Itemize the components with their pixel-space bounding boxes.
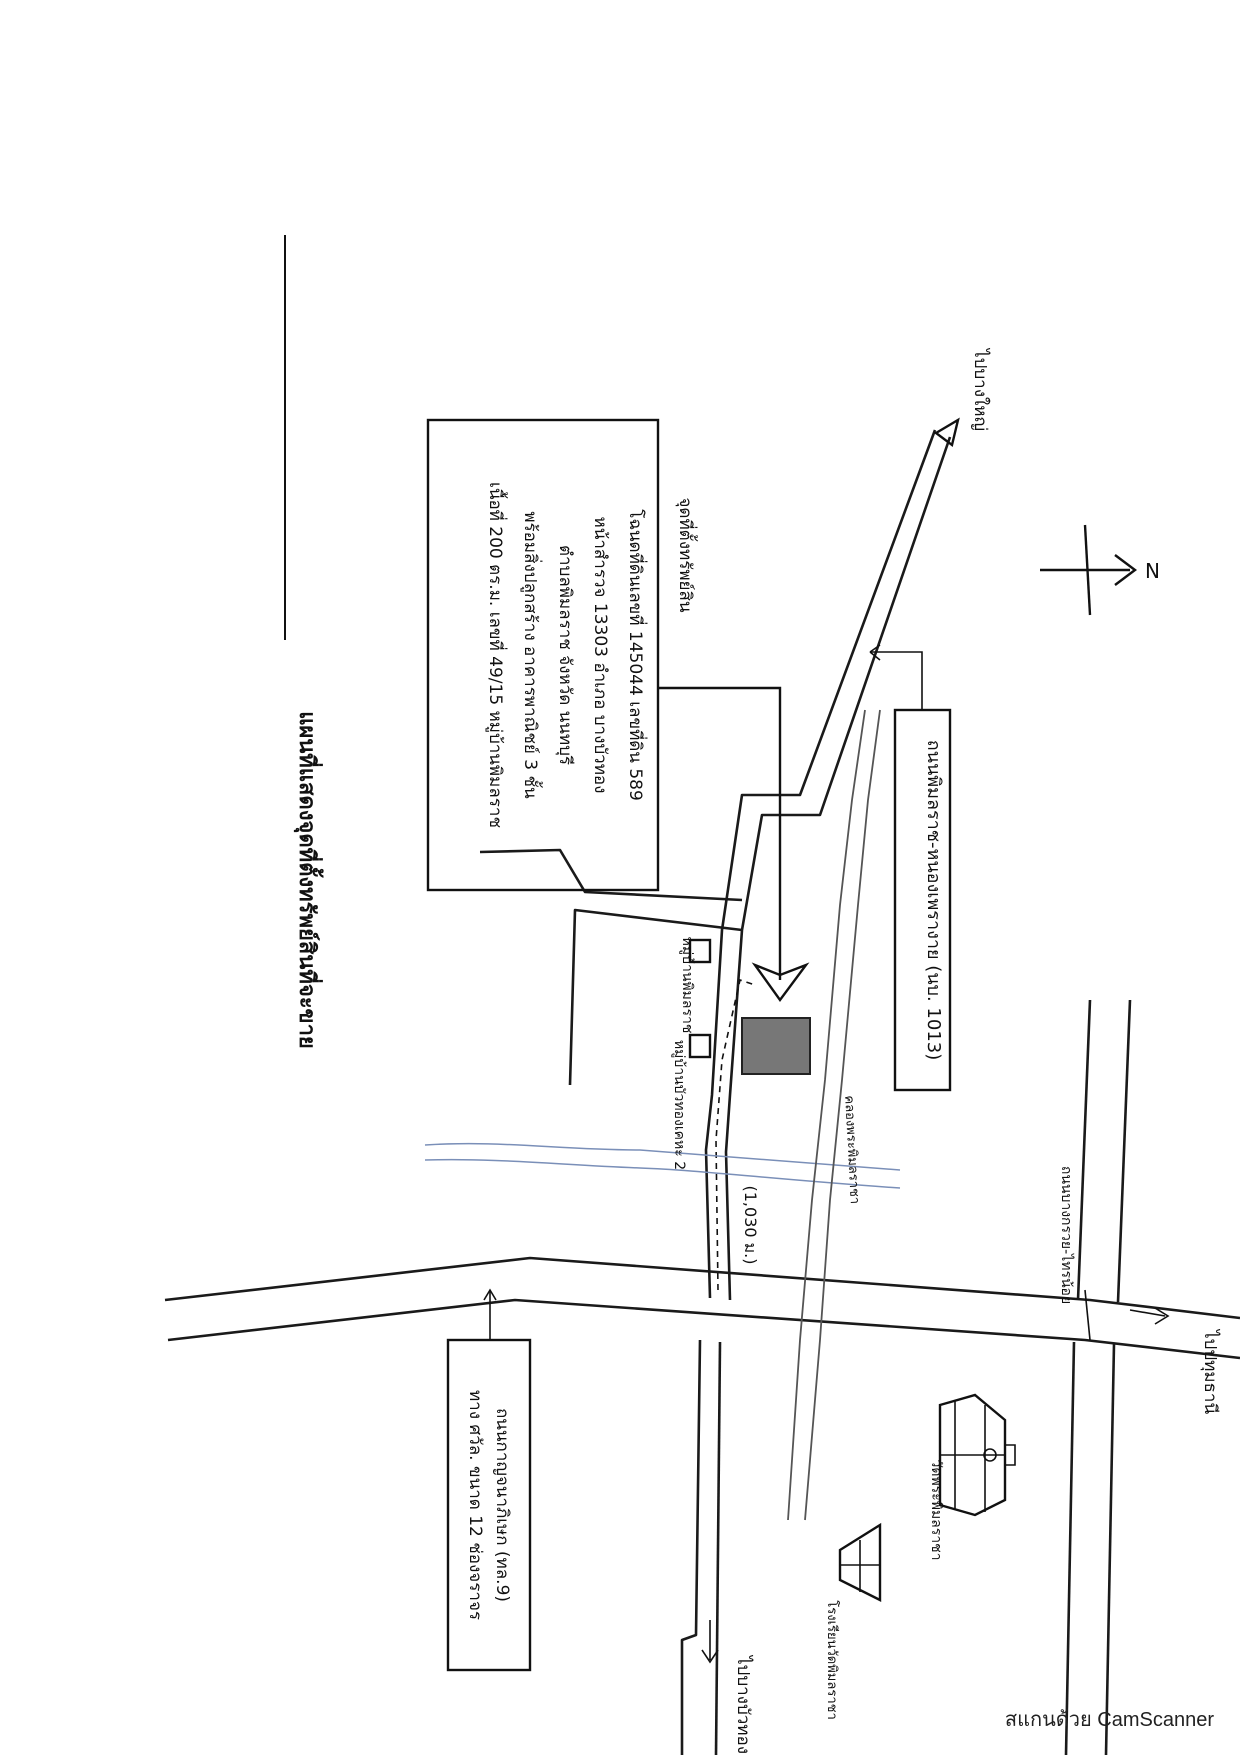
property-line2: หน้าสำรวจ 13303 อำเภอ บางบัวทอง — [590, 517, 610, 794]
map-title: แผนที่แสดงจุดที่ตั้งทรัพย์สินที่จะขาย — [293, 711, 324, 1049]
property-box — [426, 418, 660, 892]
arrow-to-bangbuathong — [701, 1620, 719, 1664]
road-village — [479, 848, 743, 1086]
temple-icon — [938, 1393, 1016, 1517]
property-line3: ตำบลพิมลราช จังหวัด นนทบุรี — [555, 545, 575, 765]
to-bangyai-label: ไปบางใหญ่ — [970, 347, 991, 431]
property-marker — [741, 1017, 811, 1075]
road-pimonrat-pointer — [870, 651, 923, 710]
canal-label: คลองพระพิมลราชา — [841, 1095, 862, 1205]
property-heading: จุดที่ตั้งทรัพย์สิน — [675, 497, 698, 612]
property-line1: โฉนดที่ดินเลขที่ 145044 เลขที่ดิน 589 — [625, 509, 648, 801]
road-bangkruai-sainoi — [1064, 999, 1132, 1755]
property-line4: พร้อมสิ่งปลูกสร้าง อาคารพาณิชย์ 3 ชั้น — [520, 511, 543, 799]
leader-line — [658, 686, 782, 980]
marker-arrow — [751, 962, 810, 1003]
road-pimonrat-label: ถนนพิมลราช-หนองเพรางาย (นบ. 1013) — [923, 740, 944, 1061]
property-line5: เนื้อที่ 200 ตร.ม. เลขที่ 49/15 หมู่บ้าน… — [485, 482, 508, 828]
road-pimonrat — [680, 417, 960, 1755]
route-dashed — [715, 978, 756, 1291]
road-kanchanaphisek-label-2: ทาง ศวัล. ขนาด 12 ช่องจราจร — [465, 1390, 485, 1620]
canal-pimonracha — [787, 709, 881, 1521]
camscanner-watermark: สแกนด้วย CamScanner — [1004, 1709, 1214, 1731]
village2-icon — [688, 1033, 712, 1059]
road-bangkruai-sainoi-label: ถนนบางกรวย-ไทรน้อย — [1058, 1166, 1075, 1304]
north-label: N — [1145, 559, 1160, 583]
arrow-to-pathumthani — [1129, 1307, 1170, 1325]
to-bangbuathong-label: ไปบางบัวทอง — [733, 1654, 754, 1754]
north-arrow-icon — [1040, 524, 1137, 616]
school-label: โรงเรียนวัดพิมลราชา — [824, 1600, 840, 1720]
village1-label: หมู่บ้านพิมลราช — [679, 937, 695, 1034]
road-kanchanaphisek — [164, 1256, 1240, 1360]
village2-label: หมู่บ้านบัวทองเคหะ 2 — [671, 1040, 687, 1170]
distance-label: (1,030 ม.) — [741, 1185, 760, 1264]
to-pathumthani-label: ไปปทุมธานี — [1200, 1328, 1221, 1414]
canal-horizontal — [424, 1142, 901, 1189]
road-kanchanaphisek-label-1: ถนนกาญจนาภิเษก (ทล.9) — [492, 1408, 512, 1602]
school-icon — [838, 1522, 882, 1602]
temple-label: วัดพระพิมลราชา — [928, 1459, 944, 1560]
road-kanchanaphisek-box — [446, 1338, 532, 1672]
village1-icon — [688, 938, 712, 964]
